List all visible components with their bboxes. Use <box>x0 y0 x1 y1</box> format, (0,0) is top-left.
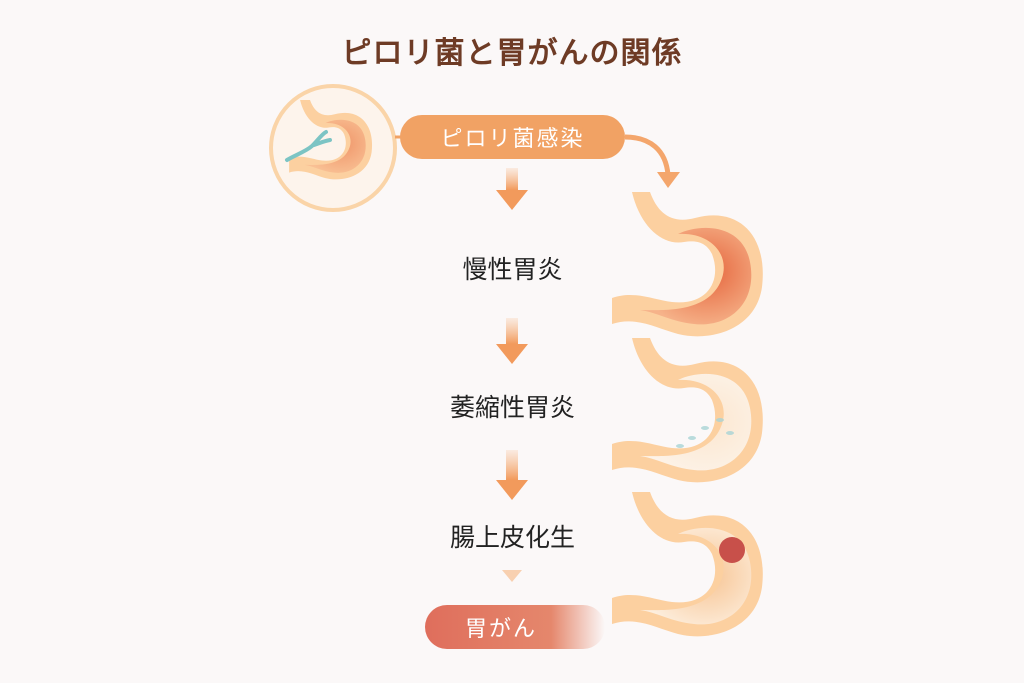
gastric-cancer-label: 胃がん <box>425 605 605 649</box>
stage-atrophic-gastritis: 萎縮性胃炎 <box>449 393 575 422</box>
gastric-cancer-stomach <box>612 492 763 637</box>
chronic-gastritis-stomach <box>612 192 763 337</box>
down-arrow-small <box>502 570 522 582</box>
curved-arrow-head <box>657 172 680 188</box>
stage-chronic-gastritis: 慢性胃炎 <box>462 255 563 284</box>
helicobacter-stomach-illustration <box>269 84 402 212</box>
infection-label: ピロリ菌感染 <box>400 115 625 159</box>
page-title: ピロリ菌と胃がんの関係 <box>341 36 683 71</box>
tumor <box>719 537 745 563</box>
down-arrow <box>496 318 528 364</box>
stage-intestinal-metaplasia: 腸上皮化生 <box>449 523 575 552</box>
down-arrow <box>496 168 528 210</box>
bacteria-icon <box>285 130 332 162</box>
down-arrow <box>496 450 528 500</box>
curved-arrow <box>624 134 671 176</box>
atrophic-gastritis-stomach <box>612 338 763 483</box>
